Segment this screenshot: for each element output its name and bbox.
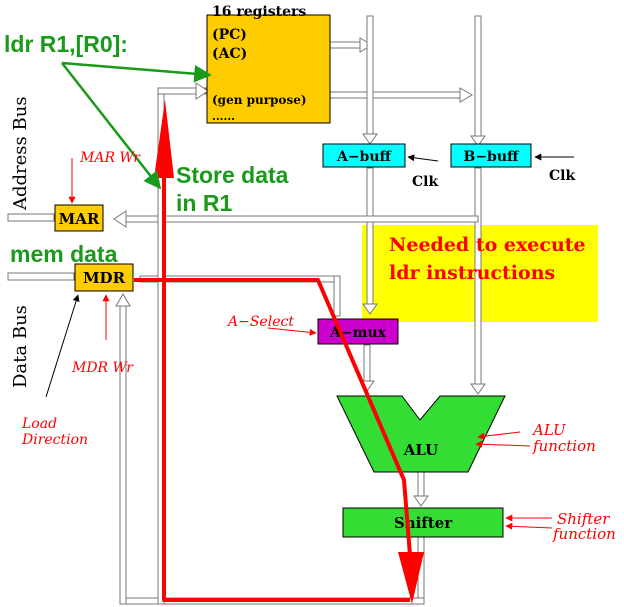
shifter: Shifter <box>342 507 504 538</box>
shifter-function-line1: Shifter <box>557 510 610 528</box>
green-arrows <box>61 61 212 190</box>
red-data-path <box>134 100 424 604</box>
b-buff-label: B−buff <box>463 149 520 165</box>
shifter-label: Shifter <box>394 514 453 532</box>
alu-function-line2: function <box>532 437 596 455</box>
ac-label: (AC) <box>212 46 247 62</box>
b-buff: B−buff <box>450 143 532 168</box>
mar-label: MAR <box>59 210 100 228</box>
mdr-register: MDR <box>74 263 134 292</box>
registers-dots: ...... <box>212 110 235 123</box>
shifter-function-line2: function <box>552 525 616 543</box>
a-buff: A−buff <box>322 143 406 168</box>
clk-a-label: Clk <box>412 174 438 190</box>
instruction-label: ldr R1,[R0]: <box>4 31 128 57</box>
note-line1: Needed to execute <box>389 234 586 256</box>
mar-register: MAR <box>54 204 104 232</box>
alu: ALU <box>336 395 506 473</box>
register-file: 16 registers (PC) (AC) (gen purpose) ...… <box>206 4 331 124</box>
pc-label: (PC) <box>212 27 247 43</box>
gen-purpose-label: (gen purpose) <box>212 93 307 107</box>
alu-label: ALU <box>403 441 438 459</box>
note-line2: ldr instructions <box>389 262 555 284</box>
load-label: Load <box>21 416 57 432</box>
mar-wr-label: MAR Wr <box>79 150 141 166</box>
registers-title: 16 registers <box>212 4 306 20</box>
control-arrows <box>45 153 574 398</box>
clk-b-label: Clk <box>549 168 575 184</box>
red-down-arrowhead <box>398 552 424 604</box>
address-bus-label: Address Bus <box>10 96 31 211</box>
a-buff-label: A−buff <box>336 149 393 165</box>
mdr-wr-label: MDR Wr <box>71 360 134 376</box>
red-up-arrowhead <box>154 100 174 178</box>
mdr-label: MDR <box>83 269 126 287</box>
a-select-label: A−Select <box>226 314 294 330</box>
mem-data-label: mem data <box>10 241 118 267</box>
data-bus-label: Data Bus <box>10 305 31 388</box>
alu-function-line1: ALU <box>531 421 567 439</box>
red-control-arrows <box>68 158 553 530</box>
a-mux: A−mux <box>317 318 399 345</box>
direction-label: Direction <box>21 432 88 448</box>
store-data-line1: Store data <box>176 162 289 188</box>
store-data-line2: in R1 <box>176 190 232 216</box>
